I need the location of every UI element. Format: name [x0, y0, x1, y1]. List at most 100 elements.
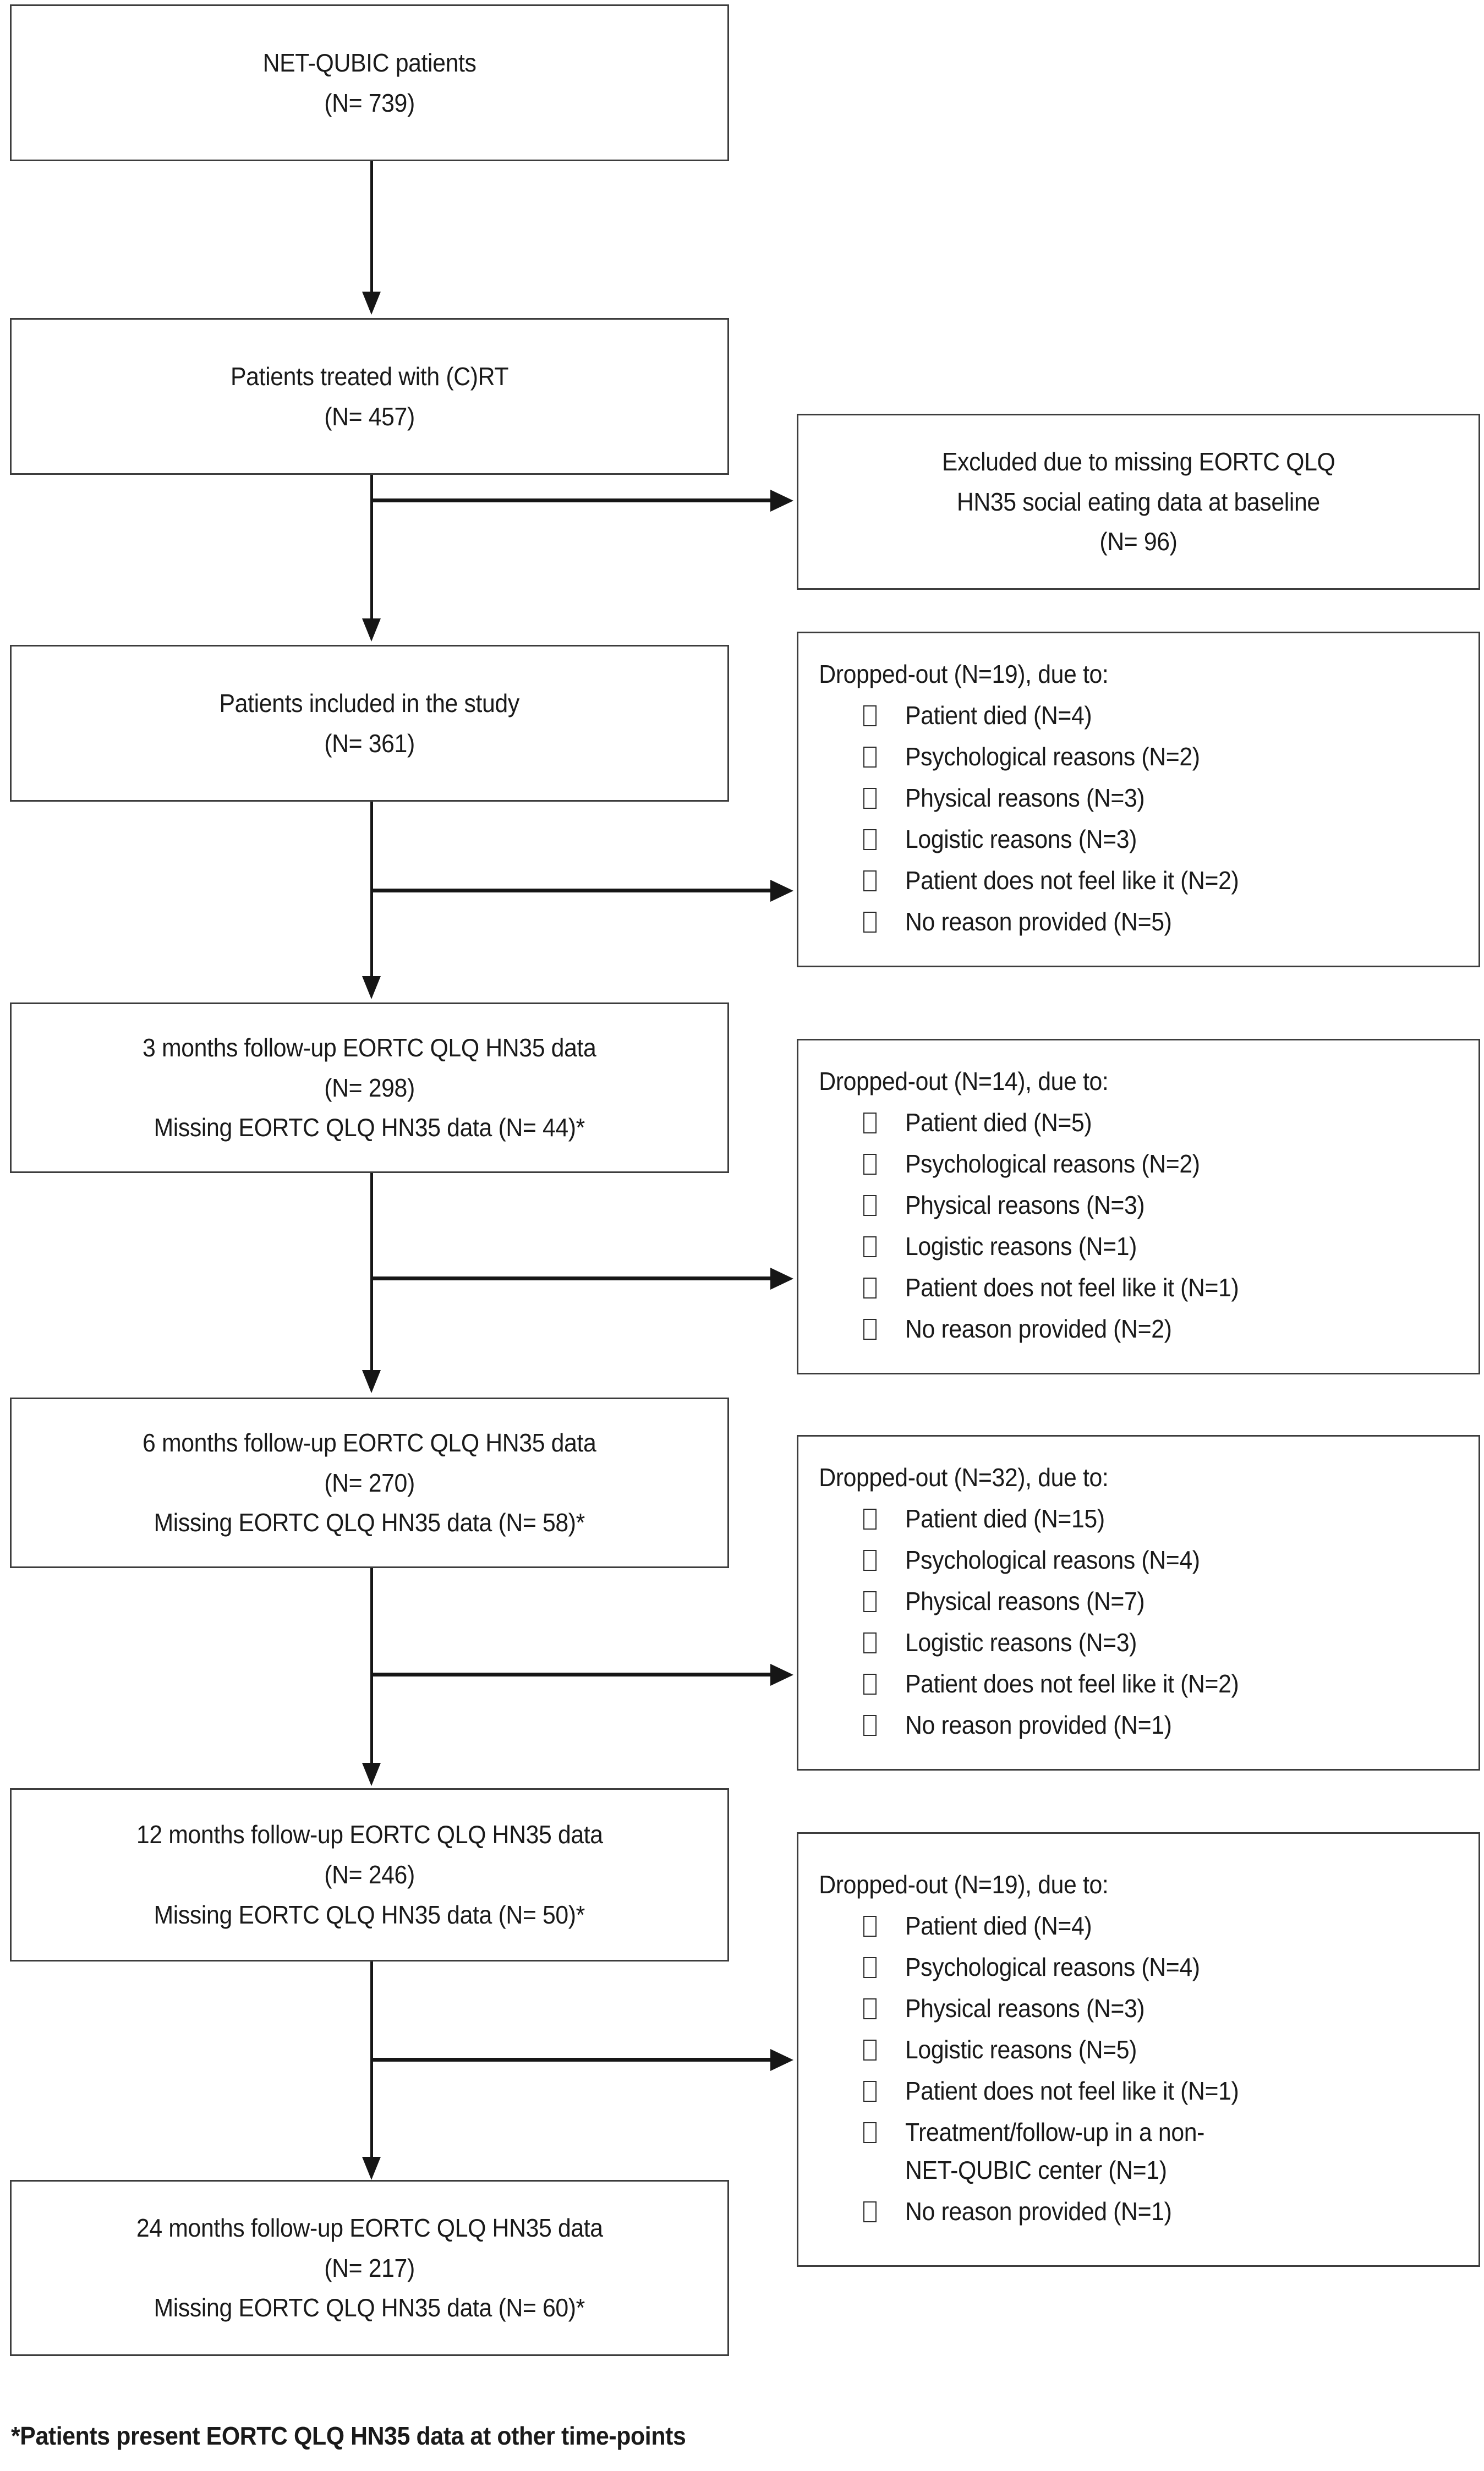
connector-vertical [370, 475, 373, 621]
node-dropout-after-12-months: Dropped-out (N=19), due to: Patient died… [797, 1832, 1480, 2267]
connector-horizontal [370, 1673, 771, 1676]
checkbox-bullet-icon [863, 1591, 877, 1612]
list-item: Patient does not feel like it (N=1) [863, 1269, 1264, 1307]
node-line: Excluded due to missing EORTC QLQ [941, 447, 1335, 476]
list-item: Logistic reasons (N=3) [863, 1624, 1264, 1662]
node-line: 24 months follow-up EORTC QLQ HN35 data [136, 2213, 603, 2242]
checkbox-bullet-icon [863, 746, 877, 768]
checkbox-bullet-icon [863, 870, 877, 891]
checkbox-bullet-icon [863, 1957, 877, 1978]
list-item: No reason provided (N=1) [863, 2193, 1264, 2231]
checkbox-bullet-icon [863, 1632, 877, 1653]
arrow-down-icon [362, 976, 381, 999]
node-line: (N= 298) [324, 1073, 415, 1102]
list-item: Patient died (N=15) [863, 1500, 1264, 1538]
list-item: Psychological reasons (N=2) [863, 1145, 1264, 1183]
node-line: 6 months follow-up EORTC QLQ HN35 data [143, 1428, 596, 1457]
list-item-label: No reason provided (N=1) [905, 2196, 1172, 2226]
checkbox-bullet-icon [863, 2039, 877, 2061]
list-item-label: Patient died (N=4) [905, 1911, 1092, 1940]
list-item: Logistic reasons (N=3) [863, 820, 1264, 858]
connector-horizontal [370, 889, 771, 892]
checkbox-bullet-icon [863, 1112, 877, 1133]
node-line: HN35 social eating data at baseline [956, 487, 1321, 516]
list-item-label: Physical reasons (N=7) [905, 1586, 1145, 1615]
list-item: Treatment/follow-up in a non- NET-QUBIC … [863, 2113, 1264, 2189]
list-item-label: Patient does not feel like it (N=1) [905, 2076, 1239, 2105]
checkbox-bullet-icon [863, 1714, 877, 1736]
checkbox-bullet-icon [863, 2080, 877, 2102]
connector-vertical [370, 1568, 373, 1764]
list-item-label: Patient does not feel like it (N=1) [905, 1273, 1239, 1302]
arrow-down-icon [362, 618, 381, 642]
node-dropout-after-inclusion: Dropped-out (N=19), due to: Patient died… [797, 632, 1480, 967]
list-item-label: Psychological reasons (N=2) [905, 1149, 1200, 1178]
checkbox-bullet-icon [863, 787, 877, 809]
list-item: No reason provided (N=2) [863, 1310, 1264, 1348]
checkbox-bullet-icon [863, 1673, 877, 1695]
arrow-right-icon [770, 880, 793, 902]
checkbox-bullet-icon [863, 2201, 877, 2222]
list-item-label: Physical reasons (N=3) [905, 1993, 1145, 2023]
node-line: Missing EORTC QLQ HN35 data (N= 60)* [154, 2293, 585, 2322]
node-line: (N= 246) [324, 1860, 415, 1889]
dropout-heading: Dropped-out (N=19), due to: [819, 659, 1109, 688]
node-line: 12 months follow-up EORTC QLQ HN35 data [136, 1820, 603, 1849]
node-line: Patients included in the study [219, 688, 520, 717]
arrow-right-icon [770, 1664, 793, 1686]
checkbox-bullet-icon [863, 1508, 877, 1530]
node-line: Missing EORTC QLQ HN35 data (N= 58)* [154, 1508, 585, 1537]
arrow-right-icon [770, 490, 793, 512]
arrow-down-icon [362, 2157, 381, 2180]
list-item: Psychological reasons (N=4) [863, 1948, 1264, 1986]
arrow-down-icon [362, 1370, 381, 1393]
list-item: Patient does not feel like it (N=1) [863, 2072, 1264, 2110]
checkbox-bullet-icon [863, 1277, 877, 1298]
list-item-label: Patient died (N=5) [905, 1108, 1092, 1137]
list-item-label: Physical reasons (N=3) [905, 783, 1145, 812]
list-item-label: Logistic reasons (N=3) [905, 824, 1137, 853]
checkbox-bullet-icon [863, 1318, 877, 1340]
list-item: No reason provided (N=1) [863, 1706, 1264, 1744]
list-item: Psychological reasons (N=4) [863, 1541, 1264, 1579]
list-item-label: No reason provided (N=1) [905, 1710, 1172, 1739]
list-item: Logistic reasons (N=1) [863, 1228, 1264, 1265]
checkbox-bullet-icon [863, 1195, 877, 1216]
list-item: Patient died (N=5) [863, 1104, 1264, 1142]
node-line: 3 months follow-up EORTC QLQ HN35 data [143, 1033, 596, 1062]
dropout-reason-list: Patient died (N=5) Psychological reasons… [798, 1100, 1264, 1351]
dropout-reason-list: Patient died (N=4) Psychological reasons… [798, 693, 1264, 944]
checkbox-bullet-icon [863, 1998, 877, 2019]
node-line: (N= 270) [324, 1468, 415, 1497]
node-line: (N= 457) [324, 402, 415, 431]
node-line: Patients treated with (C)RT [230, 361, 509, 391]
node-net-qubic-patients: NET-QUBIC patients (N= 739) [10, 4, 729, 161]
node-patients-included: Patients included in the study (N= 361) [10, 645, 729, 802]
list-item: Physical reasons (N=3) [863, 779, 1264, 817]
list-item: Physical reasons (N=3) [863, 1990, 1264, 2028]
list-item-label: Logistic reasons (N=3) [905, 1628, 1137, 1657]
node-line: Missing EORTC QLQ HN35 data (N= 44)* [154, 1113, 585, 1142]
checkbox-bullet-icon [863, 1915, 877, 1937]
connector-horizontal [370, 1276, 771, 1280]
list-item: Patient died (N=4) [863, 697, 1264, 735]
list-item-label: Logistic reasons (N=1) [905, 1231, 1137, 1261]
checkbox-bullet-icon [863, 705, 877, 726]
node-patients-treated-crt: Patients treated with (C)RT (N= 457) [10, 318, 729, 475]
connector-vertical [370, 1173, 373, 1371]
checkbox-bullet-icon [863, 911, 877, 933]
checkbox-bullet-icon [863, 2122, 877, 2143]
node-followup-24-months: 24 months follow-up EORTC QLQ HN35 data … [10, 2180, 729, 2356]
checkbox-bullet-icon [863, 1549, 877, 1571]
node-excluded-baseline: Excluded due to missing EORTC QLQ HN35 s… [797, 414, 1480, 590]
node-dropout-after-3-months: Dropped-out (N=14), due to: Patient died… [797, 1039, 1480, 1374]
list-item: No reason provided (N=5) [863, 903, 1264, 941]
node-line: (N= 739) [324, 88, 415, 117]
list-item-label: Patient died (N=15) [905, 1504, 1105, 1533]
list-item: Physical reasons (N=7) [863, 1582, 1264, 1620]
connector-vertical [370, 161, 373, 294]
list-item-label: Patient died (N=4) [905, 700, 1092, 730]
list-item-label: Psychological reasons (N=4) [905, 1545, 1200, 1574]
checkbox-bullet-icon [863, 1236, 877, 1257]
